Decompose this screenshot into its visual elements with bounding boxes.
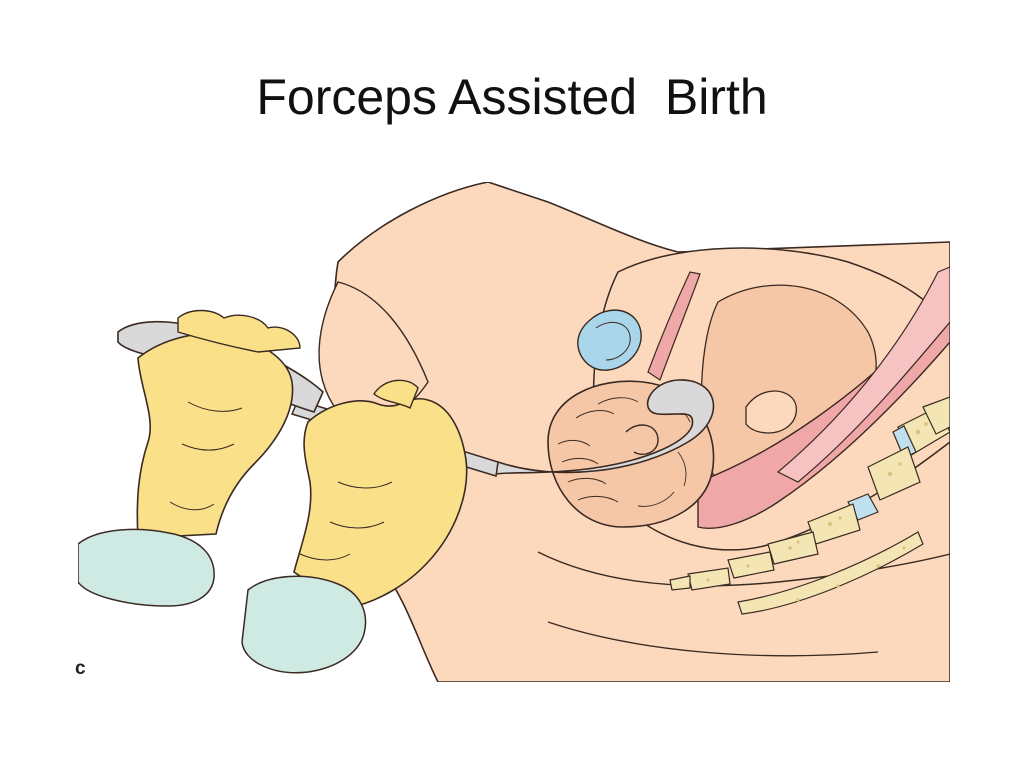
vaginal-wall <box>776 266 950 483</box>
panel-label: c <box>75 658 86 679</box>
right-gloved-hand <box>293 397 468 609</box>
fetal-head <box>547 380 715 528</box>
birth-canal <box>697 301 950 529</box>
left-glove-fingers <box>177 309 301 353</box>
anterior-wall <box>647 271 701 381</box>
fetal-hair <box>557 397 691 507</box>
sacrum <box>669 396 950 615</box>
forceps-birth-illustration <box>78 182 950 682</box>
glove-creases <box>169 401 393 561</box>
fetal-ear <box>625 424 659 456</box>
perineum-contour <box>537 551 950 587</box>
fetal-hand <box>745 390 797 434</box>
forceps-blade <box>495 379 715 475</box>
bone-spots <box>706 422 928 602</box>
buttock-contour <box>547 621 879 657</box>
bladder <box>577 309 642 371</box>
slide-title: Forceps Assisted Birth <box>256 69 768 125</box>
left-gloved-hand <box>136 332 294 539</box>
right-sleeve-cuff <box>241 575 367 674</box>
left-sleeve-cuff <box>78 528 215 607</box>
bladder-inner <box>595 321 631 361</box>
right-glove-thumb <box>373 379 419 409</box>
